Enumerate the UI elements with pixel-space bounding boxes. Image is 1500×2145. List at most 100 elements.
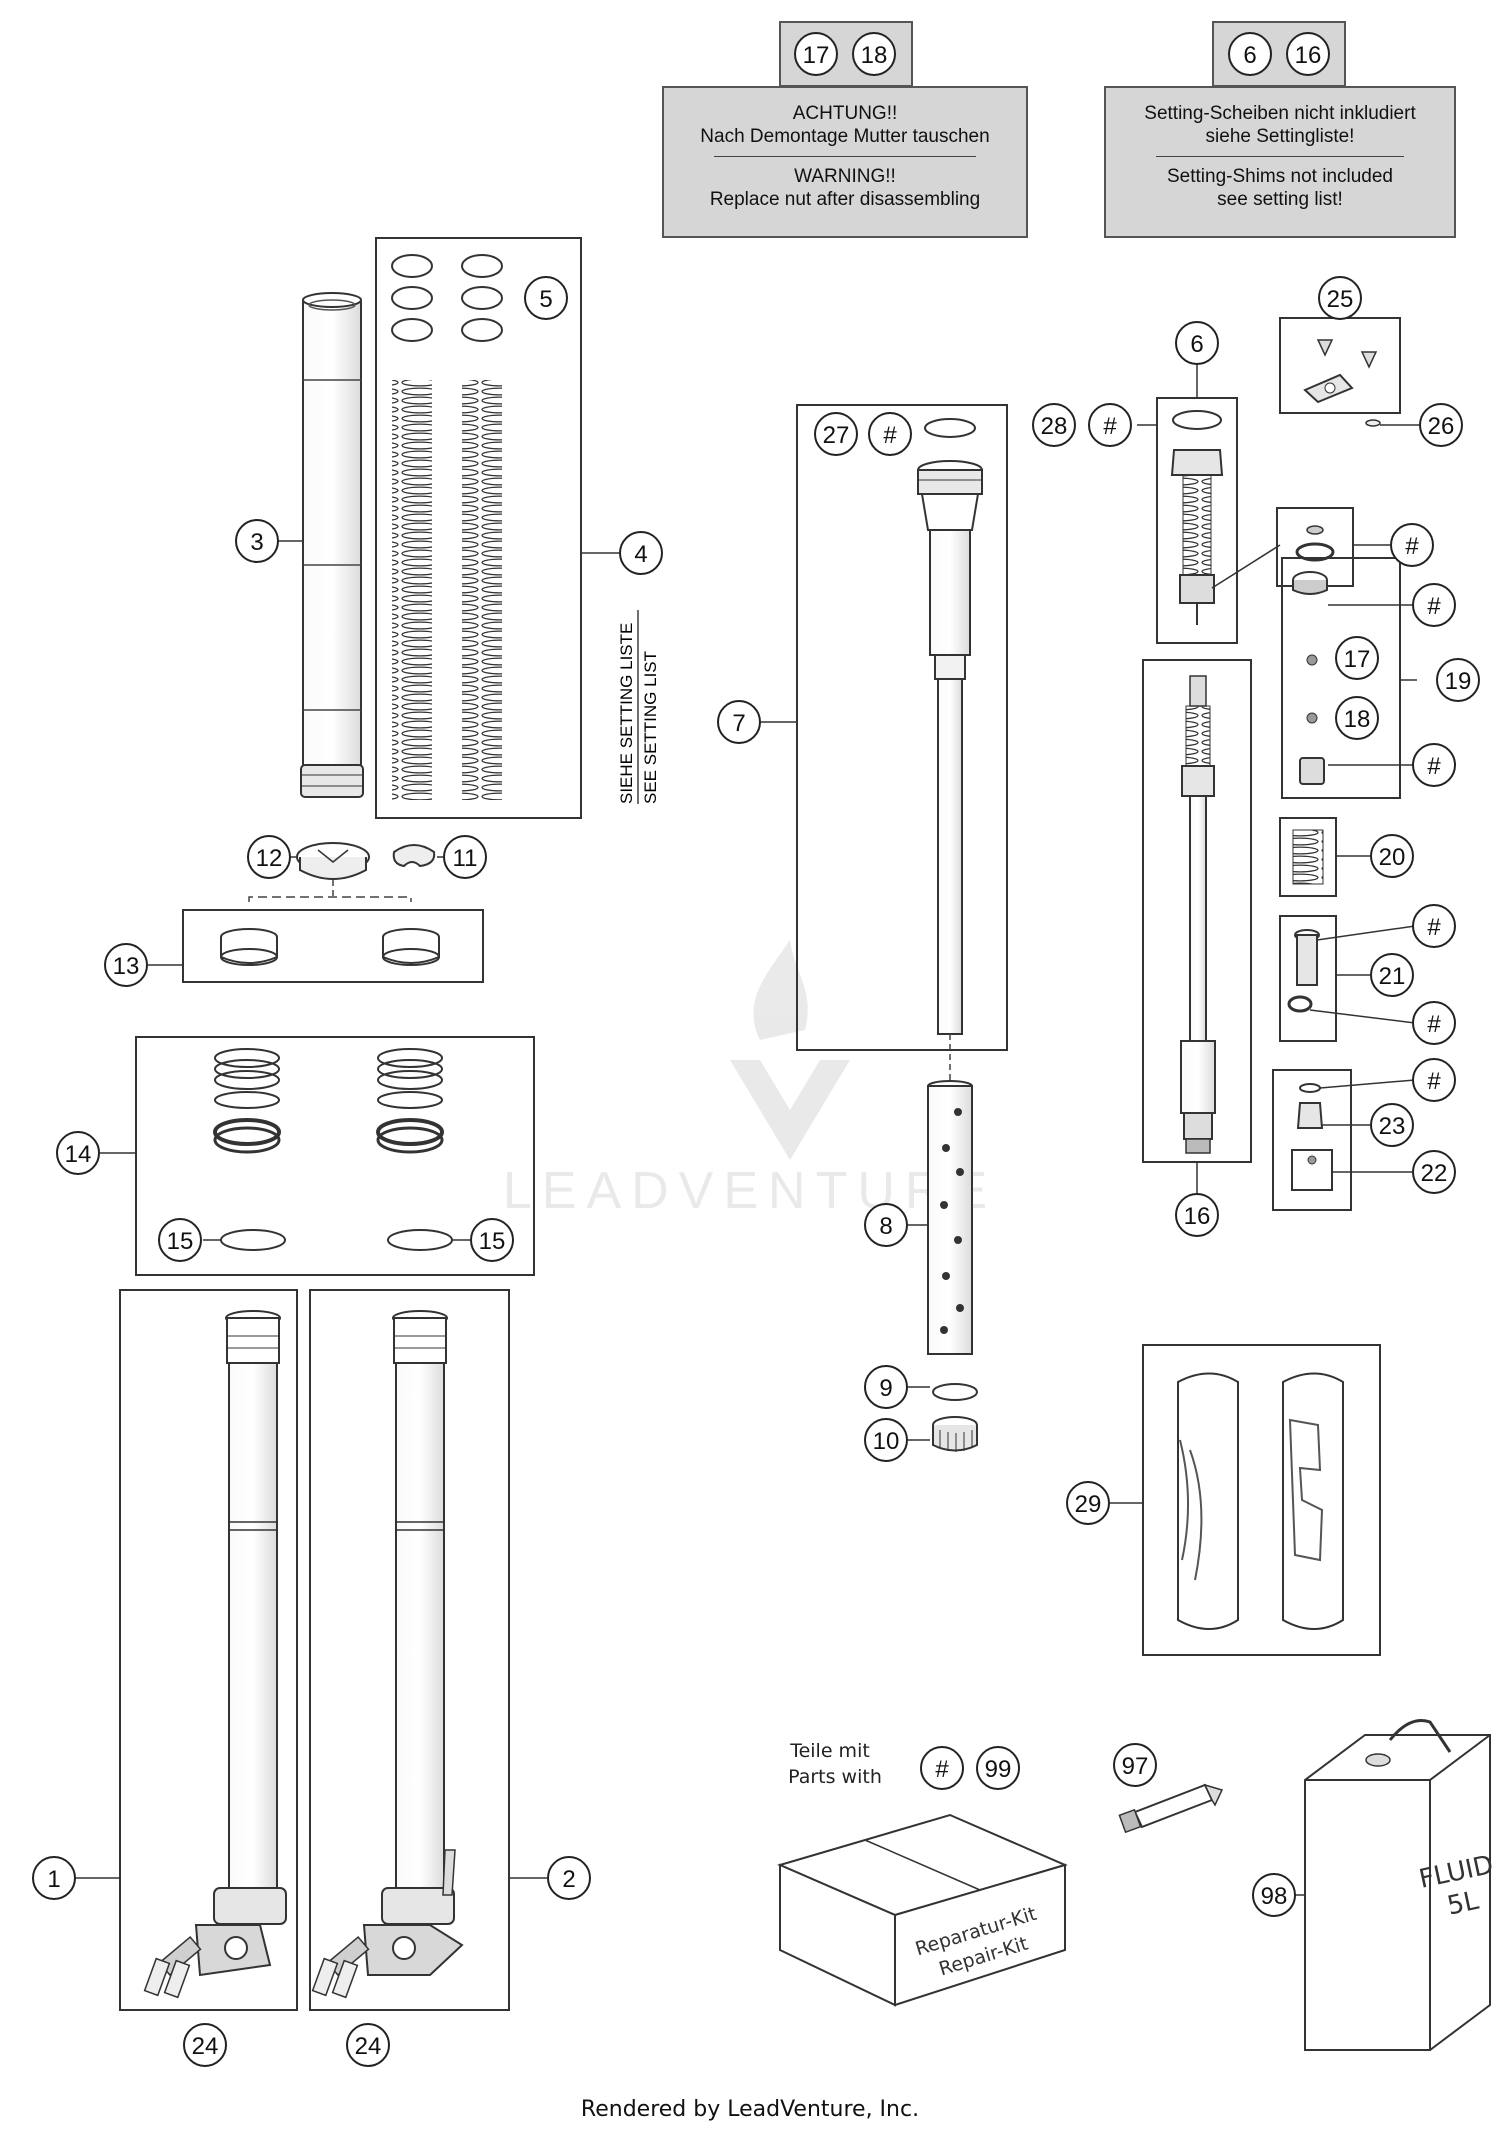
- callout-24-left: 24: [183, 2023, 227, 2067]
- svg-text:4: 4: [634, 541, 647, 568]
- part-11-stop-ring: [392, 844, 436, 868]
- callout-26: 26: [1419, 403, 1463, 447]
- repair-kit-box: Reparatur-Kit Repair-Kit: [777, 1813, 1068, 2007]
- callout-24-right: 24: [346, 2023, 390, 2067]
- callout-8: 8: [864, 1203, 908, 1247]
- part-19-valve-box: [1281, 557, 1401, 799]
- svg-text:11: 11: [453, 845, 478, 872]
- callout-13: 13: [104, 943, 148, 987]
- callout-23: 23: [1370, 1103, 1414, 1147]
- notice-right-line2-en: see setting list!: [1217, 189, 1343, 210]
- part-29-fork-guards: [1142, 1344, 1381, 1656]
- callout-22: 22: [1412, 1150, 1456, 1194]
- svg-text:1: 1: [47, 1866, 60, 1893]
- notice-right-line1-en: Setting-Shims not included: [1166, 166, 1393, 187]
- svg-text:25: 25: [1327, 286, 1354, 313]
- callout-98: 98: [1252, 1873, 1296, 1917]
- svg-text:16: 16: [1295, 42, 1322, 69]
- part-22-23-box: [1272, 1069, 1352, 1211]
- part-7-cartridge-box: [796, 404, 1008, 1051]
- part-16-cartridge-box: [1142, 659, 1252, 1163]
- callout-1: 1: [32, 1856, 76, 1900]
- svg-text:12: 12: [256, 845, 283, 872]
- svg-text:17: 17: [1344, 646, 1371, 673]
- svg-text:#: #: [1103, 413, 1117, 440]
- svg-text:9: 9: [879, 1375, 892, 1402]
- callout-28: 28: [1032, 403, 1076, 447]
- part-2-fork-leg-right: [309, 1289, 510, 2011]
- svg-text:13: 13: [113, 953, 140, 980]
- svg-text:6: 6: [1190, 331, 1203, 358]
- svg-text:#: #: [1427, 1068, 1441, 1095]
- part-25-bracket-box: [1279, 317, 1401, 427]
- svg-text:28: 28: [1041, 413, 1068, 440]
- bushing-set-box: [182, 909, 484, 983]
- svg-text:29: 29: [1075, 1491, 1102, 1518]
- notice-right: Setting-Scheiben nicht inkludiert siehe …: [1104, 86, 1456, 238]
- svg-text:#: #: [1427, 753, 1441, 780]
- notice-right-tab-6: 6: [1228, 32, 1272, 76]
- callout-17: 17: [1335, 636, 1379, 680]
- callout-29: 29: [1066, 1481, 1110, 1525]
- notice-right-line2-de: siehe Settingliste!: [1205, 126, 1355, 147]
- callout-28-hash: #: [1088, 403, 1132, 447]
- svg-text:5: 5: [539, 286, 552, 313]
- callout-99: 99: [976, 1746, 1020, 1790]
- part-20-spring-box: [1279, 817, 1337, 897]
- notice-right-tab-16: 16: [1286, 32, 1330, 76]
- svg-text:24: 24: [355, 2033, 382, 2060]
- callout-10: 10: [864, 1418, 908, 1462]
- kit-text-en: Parts with: [788, 1766, 882, 1788]
- svg-text:24: 24: [192, 2033, 219, 2060]
- fluid-can-volume: 5L: [1445, 1886, 1482, 1922]
- notice-left: ACHTUNG!! Nach Demontage Mutter tauschen…: [662, 86, 1028, 238]
- kit-text-de: Teile mit: [789, 1740, 870, 1762]
- notice-left-tab-18: 18: [852, 32, 896, 76]
- spring-set-box: [375, 237, 582, 819]
- callout-14: 14: [56, 1131, 100, 1175]
- callout-19: 19: [1436, 658, 1480, 702]
- spring-right: [462, 380, 502, 800]
- svg-text:8: 8: [879, 1213, 892, 1240]
- callout-21: 21: [1370, 953, 1414, 997]
- callout-19-hash-bottom: #: [1412, 743, 1456, 787]
- svg-text:2: 2: [562, 1866, 575, 1893]
- callout-21-hash-top: #: [1412, 904, 1456, 948]
- part-98-fluid-can: FLUID 5L: [1304, 1719, 1496, 2051]
- svg-text:21: 21: [1379, 963, 1406, 990]
- callout-25: 25: [1318, 276, 1362, 320]
- part-97-grease-tube: [1118, 1783, 1224, 1834]
- svg-text:14: 14: [65, 1141, 92, 1168]
- svg-text:17: 17: [803, 42, 830, 69]
- callout-6-hash: #: [1390, 523, 1434, 567]
- seal-set-box: [135, 1036, 535, 1276]
- svg-text:19: 19: [1445, 668, 1472, 695]
- svg-text:23: 23: [1379, 1113, 1406, 1140]
- callout-18: 18: [1335, 696, 1379, 740]
- notice-left-text-en: Replace nut after disassembling: [709, 189, 981, 210]
- svg-text:15: 15: [167, 1228, 194, 1255]
- part-6-piston-box: [1156, 397, 1238, 644]
- notice-right-divider: [1156, 156, 1404, 157]
- callout-kit-hash: #: [920, 1746, 964, 1790]
- notice-left-tab-17: 17: [794, 32, 838, 76]
- svg-text:7: 7: [732, 710, 745, 737]
- callout-6: 6: [1175, 321, 1219, 365]
- svg-text:#: #: [883, 422, 897, 449]
- svg-text:#: #: [935, 1756, 949, 1783]
- watermark-text: LEADVENTURE: [503, 1162, 997, 1220]
- svg-text:#: #: [1405, 533, 1419, 560]
- callout-97: 97: [1113, 1743, 1157, 1787]
- svg-text:#: #: [1427, 593, 1441, 620]
- callout-7: 7: [717, 700, 761, 744]
- callout-12: 12: [247, 835, 291, 879]
- svg-text:20: 20: [1379, 844, 1406, 871]
- svg-text:27: 27: [823, 422, 850, 449]
- callout-16: 16: [1175, 1193, 1219, 1237]
- callout-5: 5: [524, 276, 568, 320]
- svg-text:18: 18: [861, 42, 888, 69]
- svg-text:3: 3: [250, 529, 263, 556]
- svg-text:99: 99: [985, 1756, 1012, 1783]
- part-3-outer-tube: [300, 292, 364, 798]
- callout-11: 11: [443, 835, 487, 879]
